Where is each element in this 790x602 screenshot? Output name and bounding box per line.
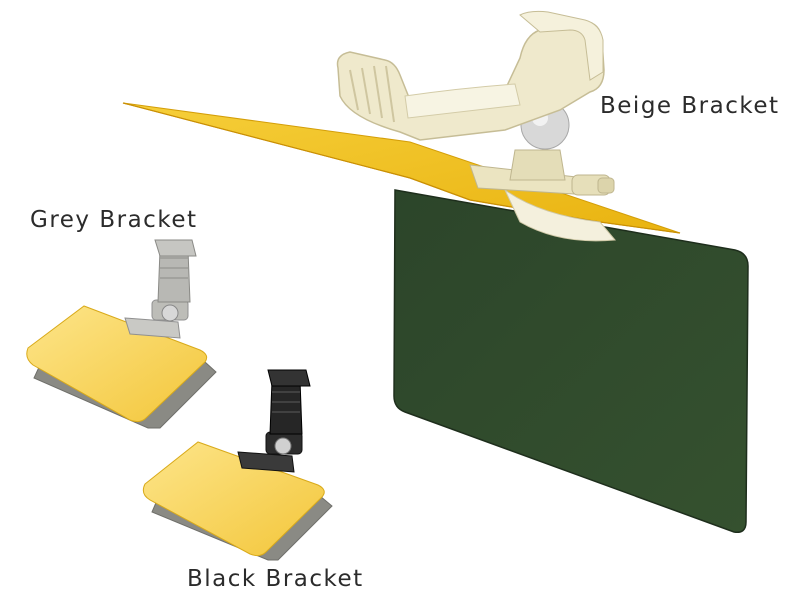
grey-bracket-label: Grey Bracket — [30, 207, 198, 233]
black-bracket-label: Black Bracket — [187, 566, 364, 592]
black-bracket — [237, 369, 311, 473]
dark-lens — [393, 189, 749, 534]
beige-bracket-label: Beige Bracket — [600, 93, 780, 119]
grey-bracket — [124, 239, 197, 339]
black-visor — [142, 369, 333, 561]
beige-bracket — [336, 10, 615, 196]
main-visor — [122, 102, 749, 534]
grey-visor — [26, 239, 217, 429]
